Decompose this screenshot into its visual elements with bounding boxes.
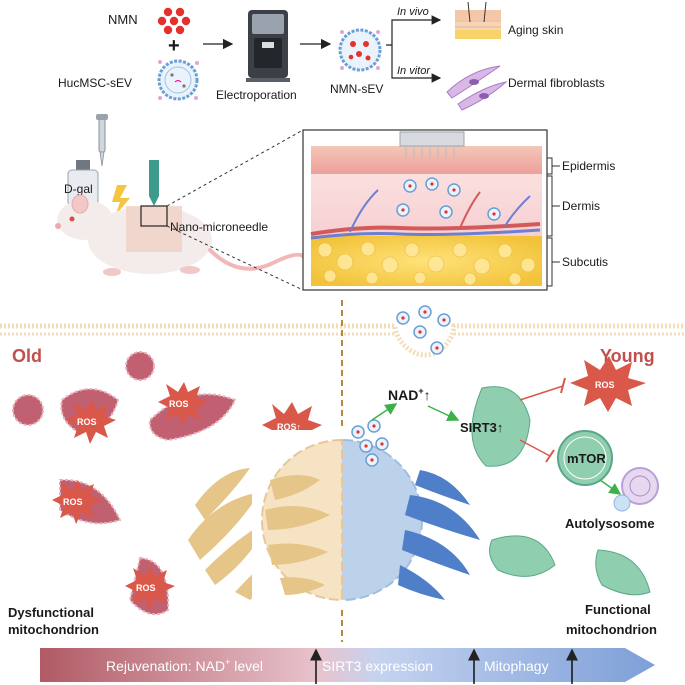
zoom-line-bottom [166,225,304,291]
nad-label: NAD+↑ [388,386,431,403]
functional-label-1: Functional [585,602,651,617]
banner-sirt3-expression: SIRT3 expression [322,658,433,674]
pipette-icon [96,114,108,167]
microneedle-icon [149,160,159,206]
ros-text-4: ROS [136,583,156,593]
inhibit-line-mtor [519,439,551,457]
ros-text-2: ROS [169,399,189,409]
middle-section: D-gal Nano-microneedle [55,114,615,291]
dermal-fibroblasts-icon [446,65,508,111]
sirt3-label: SIRT3↑ [460,420,503,435]
autolysosome-label: Autolysosome [565,516,655,531]
nmn-label: NMN [108,12,138,27]
dermis-label: Dermis [562,199,600,213]
bottom-section: Old Young ROS ROS [0,300,685,644]
dgal-label: D-gal [64,182,93,196]
young-label: Young [600,346,655,366]
aging-skin-label: Aging skin [508,23,563,37]
dysfunctional-label-1: Dysfunctional [8,605,94,620]
skin-cross-section [302,129,560,291]
hucmsc-label: HucMSC-sEV [58,76,132,90]
ros-star-2: ROS [158,382,208,426]
nmn-sev-label: NMN-sEV [330,82,383,96]
ros-text-1: ROS [77,417,97,427]
arrow-in-vivo [386,15,442,46]
ros-star-4: ROS [125,566,175,610]
subcutis-label: Subcutis [562,255,608,269]
arrow-in-vitro [391,45,442,83]
electroporation-device-icon [246,10,290,82]
in-vivo-label: In vivo [397,6,429,18]
functional-label-2: mitochondrion [566,622,657,637]
nmn-dots-icon [157,7,191,35]
treatment-area [140,205,168,227]
zoom-line-top [166,129,304,207]
top-section: NMN + HucMSC-sEV Electroporation [58,1,605,111]
in-vitro-label: In vitor [397,65,431,77]
mouse-icon [55,194,307,276]
sev-vesicle-icon [157,59,199,101]
arrow-sev-to-nad [371,403,398,421]
arrow-nad-to-sirt3 [427,405,460,421]
mtor-label: mTOR [567,451,606,466]
arrow-mtor-to-autolysosome [599,479,622,495]
ros-star-young: ROS [570,356,646,412]
ros-star-3: ROS [52,480,102,524]
ros-text-3: ROS [63,497,83,507]
aging-skin-icon [455,1,501,39]
banner-mitophagy: Mitophagy [484,658,549,674]
epidermis-label: Epidermis [562,159,615,173]
dermal-fibroblasts-label: Dermal fibroblasts [508,76,605,90]
inhibit-line-ros [519,385,564,401]
ros-star-1: ROS [66,400,116,444]
ros-text-young: ROS [595,380,615,390]
banner-nad-level: Rejuvenation: NAD+ level [106,657,263,674]
plus-sign: + [168,35,180,57]
dysfunctional-label-2: mitochondrion [8,622,99,637]
rejuvenation-banner: Rejuvenation: NAD+ level SIRT3 expressio… [40,648,655,684]
old-nucleus-cover [261,438,343,602]
autolysosome-icon [613,467,659,512]
electroporation-label: Electroporation [216,88,297,102]
mtor-node [557,430,613,486]
ros-up-text: ROS↑ [277,422,301,432]
lightning-icon [112,185,130,216]
old-label: Old [12,346,42,366]
nano-microneedle-label: Nano-microneedle [170,220,268,234]
functional-mitochondria [489,535,651,596]
epidermis-layer [311,146,542,174]
nmn-sev-vesicle-icon [338,28,382,72]
healthy-mitochondrion-sirt3 [471,386,531,467]
